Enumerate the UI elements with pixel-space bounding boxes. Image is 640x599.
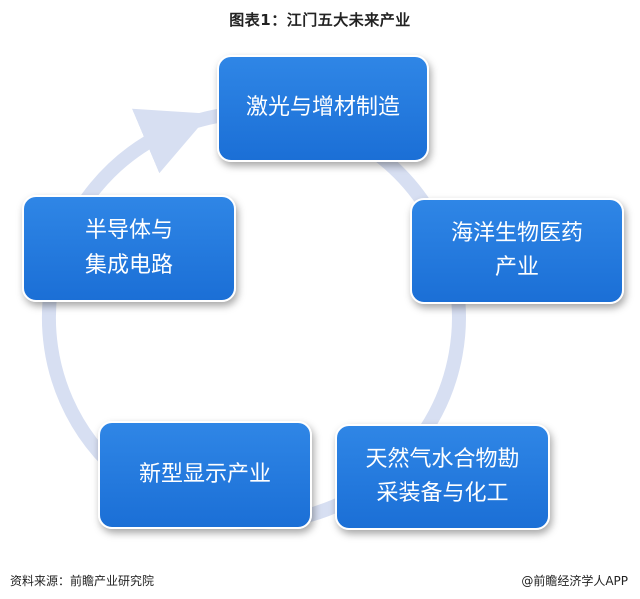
node-label-line: 产业 <box>494 255 539 280</box>
credit-note: @前瞻经济学人APP <box>521 574 628 588</box>
node-gas-hydrate-equipment: 天然气水合物勘 采装备与化工 <box>335 424 550 530</box>
figure-title: 图表1：江门五大未来产业 <box>229 11 411 29</box>
node-label-line: 半导体与 <box>84 218 173 244</box>
node-label-line: 天然气水合物勘 <box>365 446 520 472</box>
node-label-line: 新型显示产业 <box>138 461 271 487</box>
node-label-line: 激光与增材制造 <box>245 95 400 121</box>
node-label-line: 海洋生物医药 <box>450 220 583 246</box>
source-note: 资料来源：前瞻产业研究院 <box>10 574 155 588</box>
node-semiconductor-ic: 半导体与 集成电路 <box>22 195 236 302</box>
node-label-line: 集成电路 <box>84 252 173 278</box>
node-laser-additive-manufacturing: 激光与增材制造 <box>217 55 429 162</box>
node-new-display: 新型显示产业 <box>98 421 312 529</box>
node-label-line: 采装备与化工 <box>376 481 509 506</box>
node-marine-biomedicine: 海洋生物医药 产业 <box>410 198 624 304</box>
